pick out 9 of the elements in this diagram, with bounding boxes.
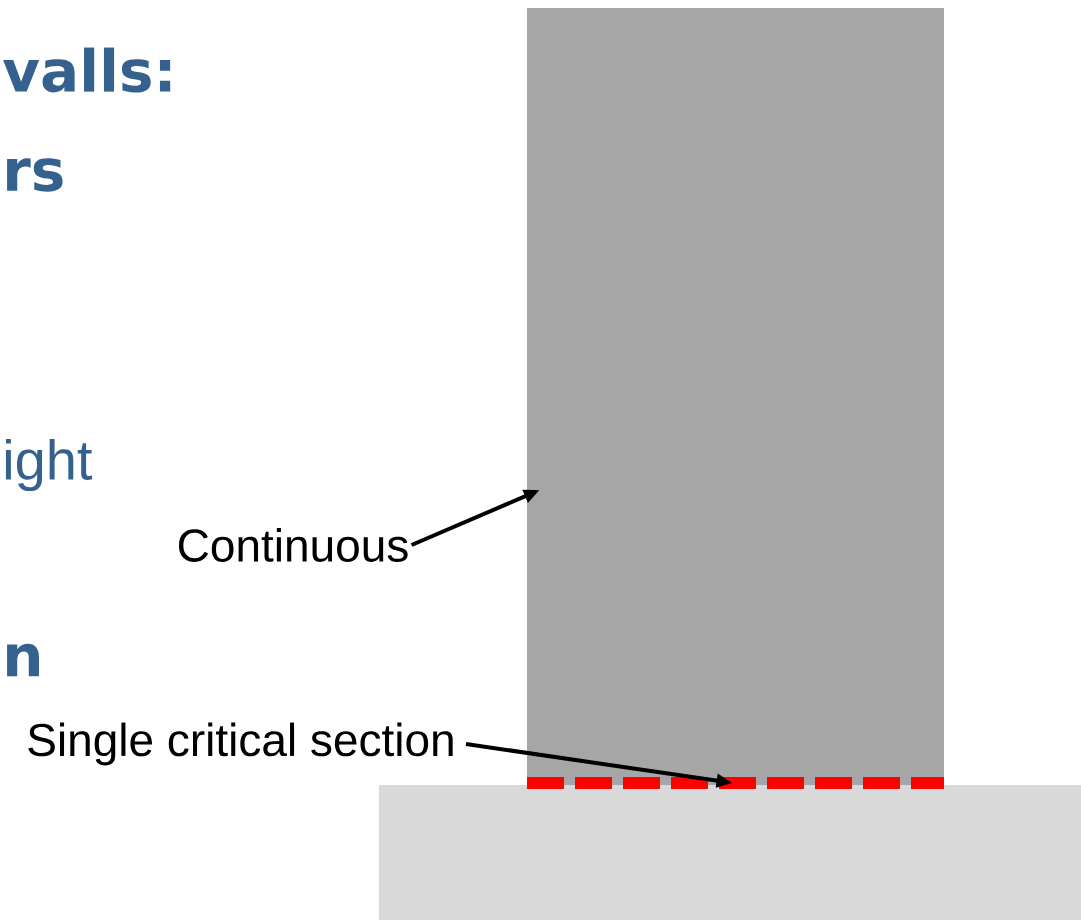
heading-text: valls: (3, 47, 171, 93)
heading-text: rs (7, 158, 63, 192)
critical-section-line (527, 777, 944, 789)
annotation-text: Single critical section (28, 722, 453, 766)
annotation-text: Continuous (179, 528, 408, 562)
heading-text: n (7, 643, 39, 677)
body-text: ight (5, 438, 93, 492)
wall-block (527, 8, 944, 785)
footing-block (379, 785, 1081, 920)
